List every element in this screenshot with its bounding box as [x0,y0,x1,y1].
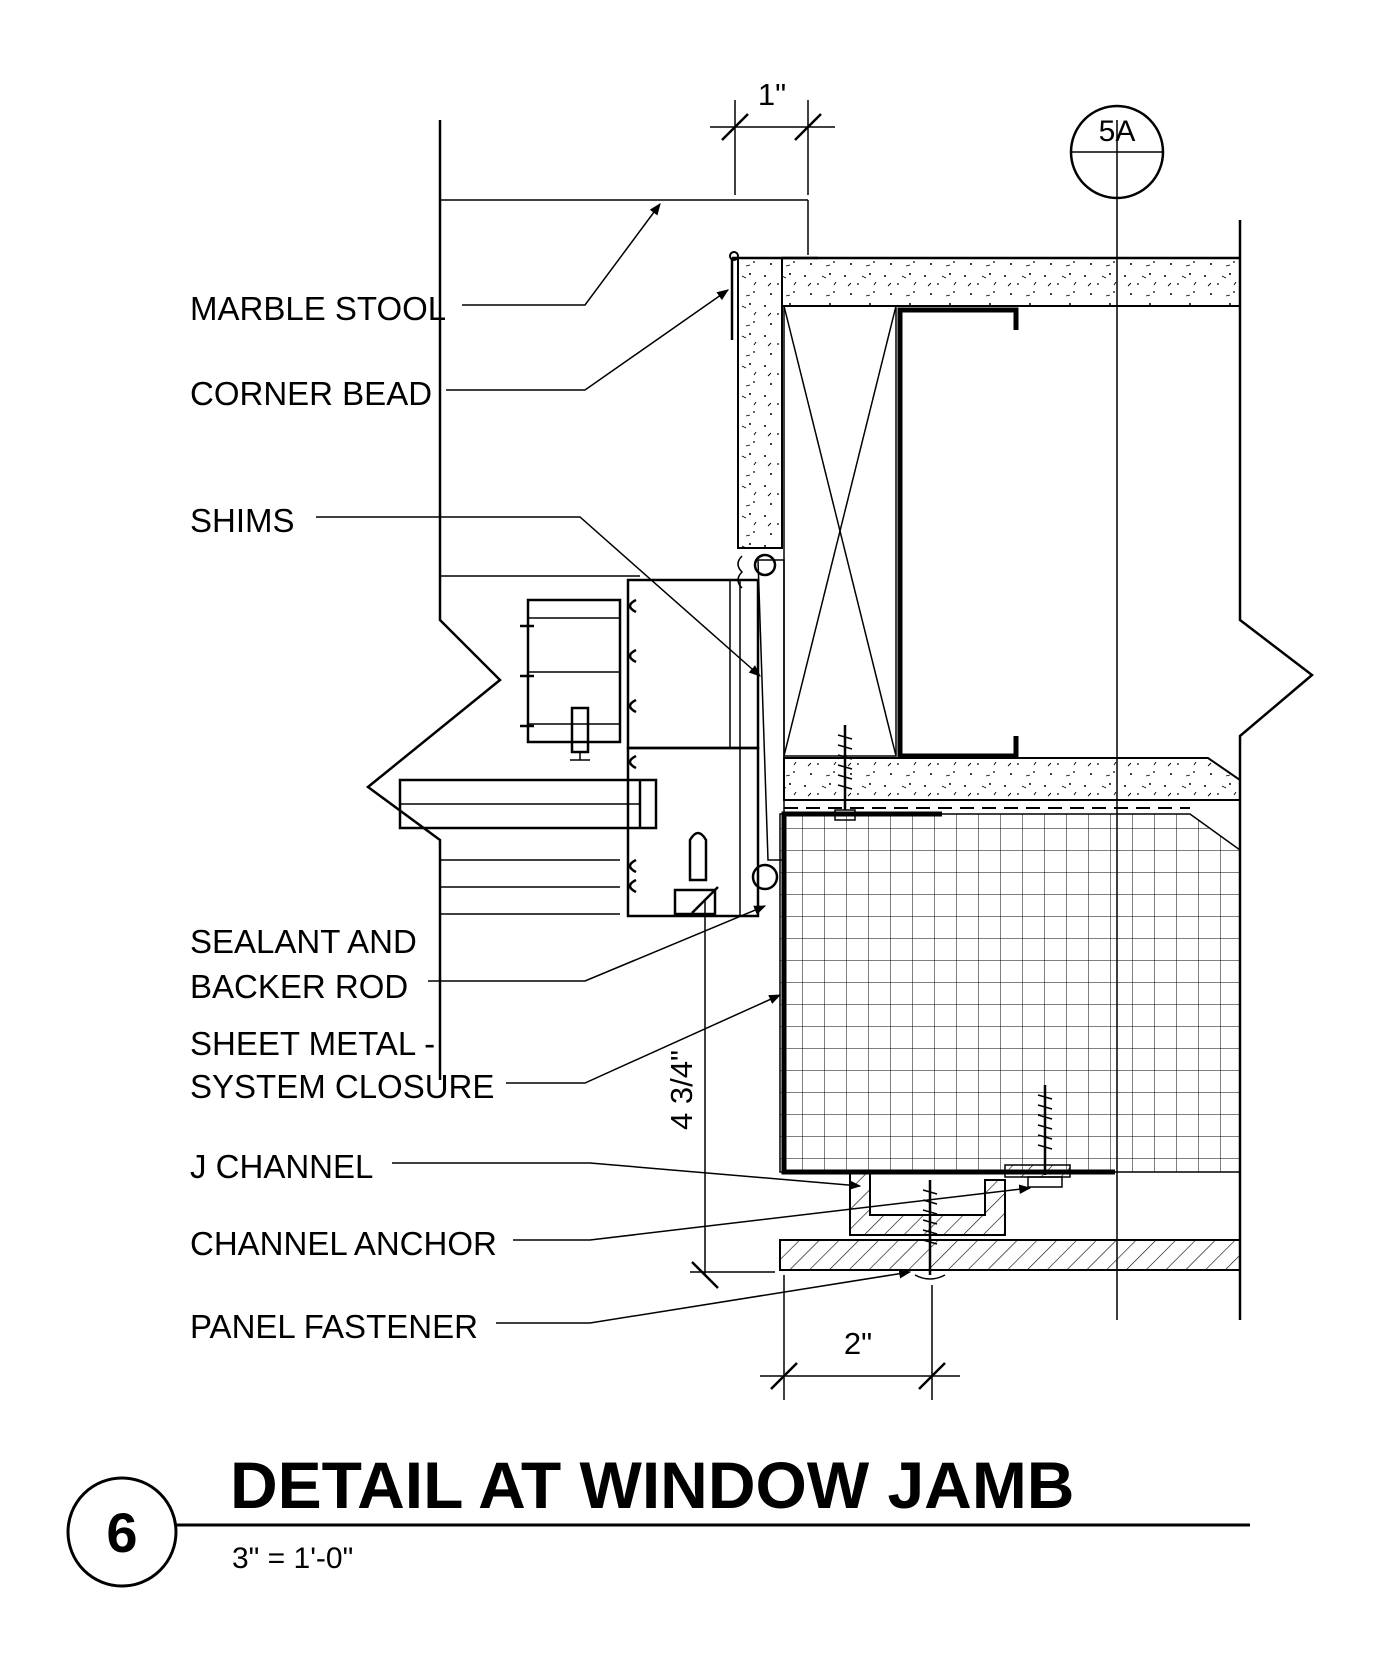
glazing-unit [520,598,622,761]
label-marble-stool: MARBLE STOOL [190,290,446,327]
top-gypsum-board [781,256,1241,307]
dimension-vertical-label: 4 3/4" [664,1050,699,1130]
label-channel-anchor: CHANNEL ANCHOR [190,1225,497,1262]
detail-scale: 3" = 1'-0" [232,1542,353,1575]
label-sheet-metal-line2: SYSTEM CLOSURE [190,1068,494,1105]
label-panel-fastener: PANEL FASTENER [190,1308,478,1345]
title-block: 6 DETAIL AT WINDOW JAMB 3" = 1'-0" [66,1448,1250,1588]
label-sheet-metal-line1: SHEET METAL - [190,1025,435,1062]
left-wall-break-line [365,120,809,1080]
middle-gypsum-board [783,757,1241,809]
label-sealant-line1: SEALANT AND [190,923,417,960]
dimension-top-label: 1" [758,77,786,112]
j-channel [849,1164,1071,1236]
window-frame [626,553,779,918]
label-sealant-line2: BACKER ROD [190,968,408,1005]
dimension-bottom-label: 2" [844,1326,872,1361]
grid-bubble-label: 5A [1099,115,1136,148]
dimension-vertical: 4 3/4" [664,886,775,1289]
screw-panel-fastener [914,1180,946,1280]
detail-title: DETAIL AT WINDOW JAMB [230,1448,1074,1522]
shims [757,559,785,861]
marble-stool [729,251,818,549]
label-shims: SHIMS [190,502,295,539]
insulation-panel [779,811,1241,1175]
dimension-bottom: 2" [760,1275,960,1400]
steel-stud [897,307,1019,759]
leaders [316,203,1032,1324]
label-corner-bead: CORNER BEAD [190,375,432,412]
corner-bead-icon [729,251,739,261]
detail-number-bubble [66,1476,178,1588]
glass-pane [398,778,658,830]
detail-number: 6 [106,1501,137,1564]
wood-blocking [783,305,897,757]
label-j-channel: J CHANNEL [190,1148,373,1185]
sheet-metal-closure [781,811,1115,1175]
right-wall-break-line [1238,220,1314,1320]
dimension-top: 1" [710,77,835,195]
screw-channel-anchor [1027,1085,1063,1188]
exterior-panel [779,1239,1241,1271]
screw-upper [834,725,856,821]
